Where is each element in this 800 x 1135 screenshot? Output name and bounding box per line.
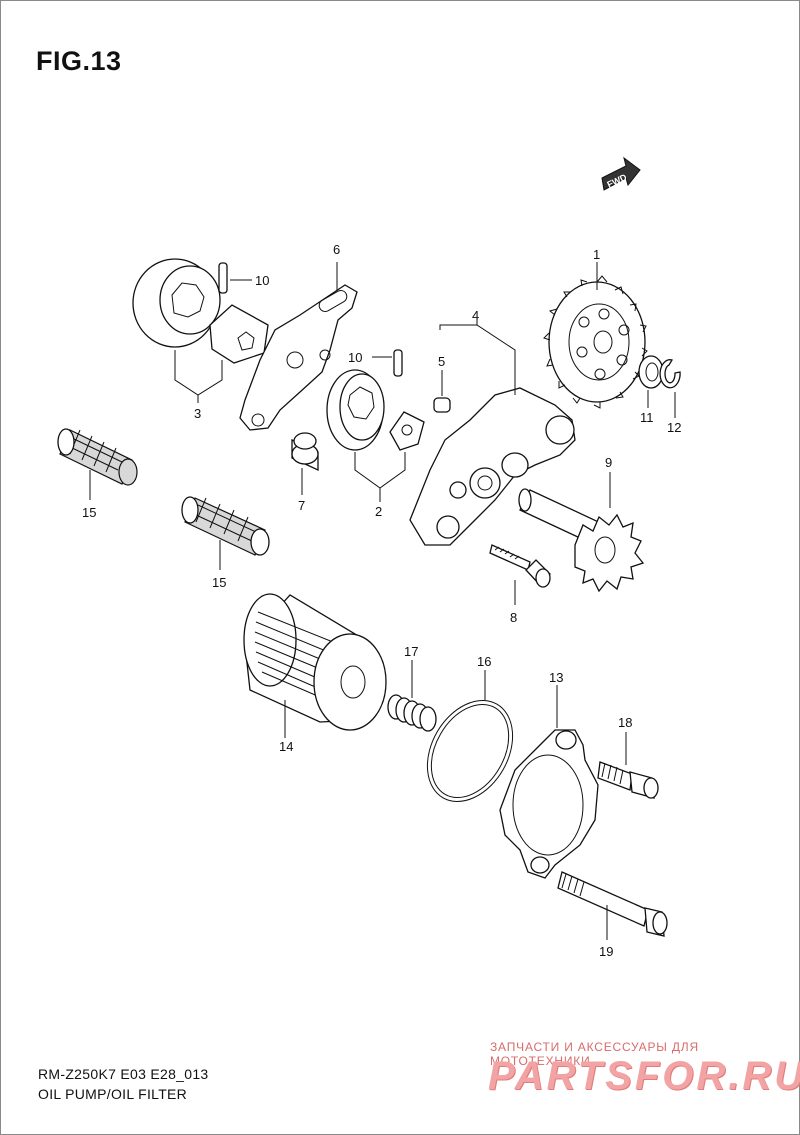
model-code: RM-Z250K7 E03 E28_013: [38, 1066, 209, 1082]
part-7-bush: [291, 432, 319, 472]
callout-3: 3: [194, 406, 201, 421]
callout-17: 17: [404, 644, 418, 659]
fwd-arrow-icon: FWD: [601, 156, 641, 191]
callout-18: 18: [618, 715, 632, 730]
figure-title: FIG.13: [36, 46, 122, 76]
part-2-rotor-set: [326, 369, 425, 451]
part-15-strainer-lower: [181, 496, 270, 556]
part-19-bolt: [557, 871, 668, 937]
callout-bracket-2: [354, 452, 406, 489]
callout-10-left: 10: [255, 273, 269, 288]
part-14-oil-filter: [243, 593, 387, 731]
callout-bracket-3: [174, 350, 223, 396]
callout-1: 1: [593, 247, 600, 262]
callout-6: 6: [333, 242, 340, 257]
part-5-dowel: [433, 397, 451, 413]
part-15-strainer-upper: [57, 428, 138, 486]
part-10-pin-left: [218, 262, 228, 294]
callout-9: 9: [605, 455, 612, 470]
part-1-driven-gear: [543, 275, 648, 409]
callout-5: 5: [438, 354, 445, 369]
part-16-o-ring: [426, 700, 514, 802]
callout-11: 11: [640, 410, 654, 425]
callout-7: 7: [298, 498, 305, 513]
callout-15-lower: 15: [212, 575, 226, 590]
part-18-bolt: [597, 761, 659, 799]
callout-16: 16: [477, 654, 491, 669]
part-9-drive-shaft: [518, 488, 645, 593]
callout-bracket-4: [439, 324, 516, 395]
part-6-plate: [239, 284, 358, 431]
callout-14: 14: [279, 739, 293, 754]
section-name: OIL PUMP/OIL FILTER: [38, 1086, 188, 1102]
part-4-pump-body: [409, 387, 576, 546]
callout-10-middle: 10: [348, 350, 362, 365]
callout-labels: 1 2 3 4 5 6 7 8 9 10 10 11 12 13 14 15 1…: [82, 242, 681, 959]
part-12-circlip: [659, 359, 681, 389]
callout-8: 8: [510, 610, 517, 625]
callout-12: 12: [667, 420, 681, 435]
callout-13: 13: [549, 670, 563, 685]
watermark-tagline: ЗАПЧАСТИ И АКСЕССУАРЫ ДЛЯ МОТОТЕХНИКИ: [490, 1040, 699, 1068]
part-10-pin-middle: [393, 349, 403, 377]
callout-15-upper: 15: [82, 505, 96, 520]
part-8-bolt: [489, 544, 551, 588]
watermark-logo: PARTSFOR.RU: [488, 1054, 800, 1098]
callout-4: 4: [472, 308, 479, 323]
callout-19: 19: [599, 944, 613, 959]
part-11-washer: [638, 355, 664, 389]
part-13-filter-cover: [499, 729, 599, 879]
part-17-spring: [387, 694, 437, 732]
part-3-rotor-set: [132, 258, 269, 364]
callout-2: 2: [375, 504, 382, 519]
